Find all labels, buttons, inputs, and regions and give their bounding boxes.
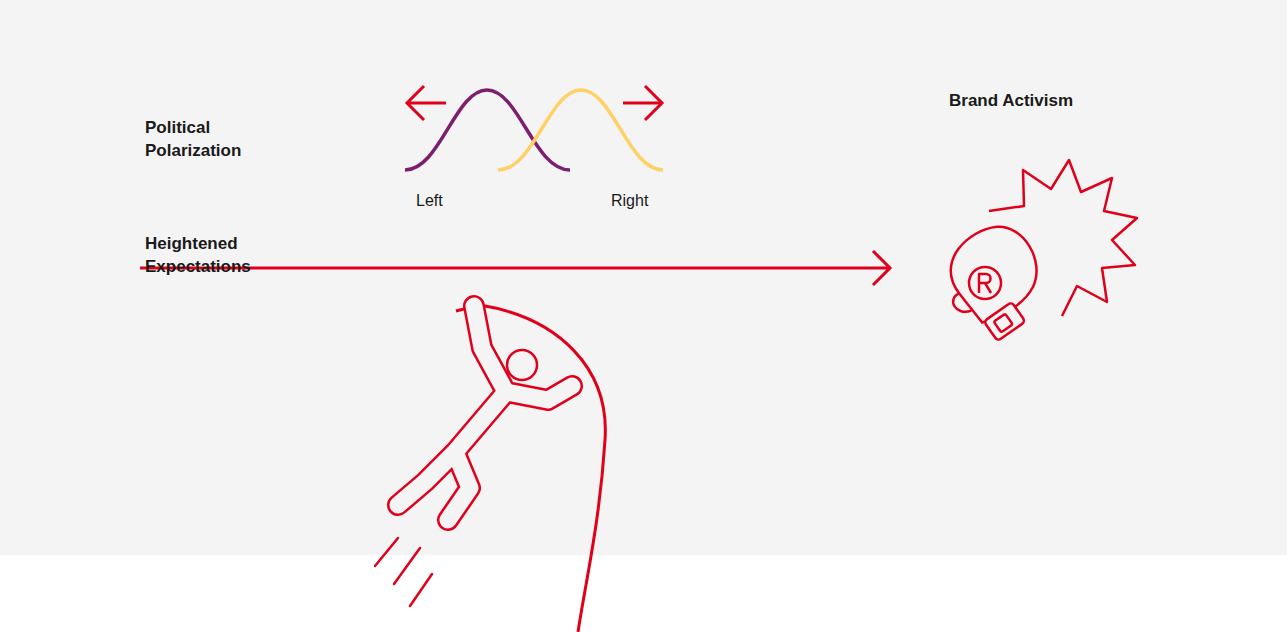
registered-symbol-ring xyxy=(969,267,1001,299)
main-arrow xyxy=(140,251,890,285)
person-head xyxy=(507,350,537,380)
right-arrow xyxy=(623,86,662,120)
glove-thumb xyxy=(950,293,971,317)
person-outline xyxy=(398,306,572,520)
section-heading: Heightened Expectations xyxy=(145,233,305,279)
axis-label: Left xyxy=(416,190,496,212)
climbing-person xyxy=(398,306,572,520)
panel-background xyxy=(0,0,1287,555)
axis-label: Right xyxy=(611,190,691,212)
section-heading: Brand Activism xyxy=(949,90,1129,113)
glove-cuff-strap xyxy=(994,314,1013,333)
person-fill xyxy=(398,306,572,520)
registered-symbol-letter xyxy=(979,274,991,293)
glove-body xyxy=(937,212,1054,328)
glove-cuff xyxy=(984,302,1026,341)
boxing-glove xyxy=(927,212,1063,349)
section-heading: Political Polarization xyxy=(145,117,305,163)
speed-lines xyxy=(375,538,432,606)
left-arrow xyxy=(407,86,446,120)
